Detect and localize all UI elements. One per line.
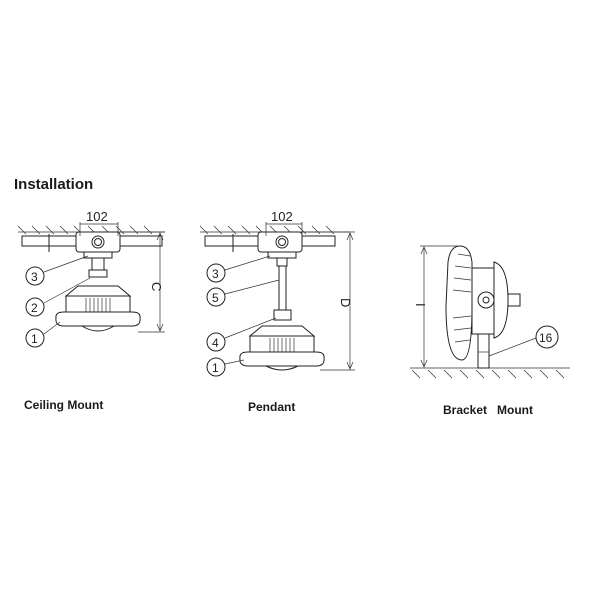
bracket-height-dimension: I (413, 303, 428, 307)
callout-1: 1 (212, 361, 219, 375)
pendant-drawing: 102 D 3 5 4 1 (199, 209, 355, 377)
callout-5: 5 (212, 291, 219, 305)
bracket-mount-drawing: I 16 (410, 245, 570, 379)
callout-3: 3 (212, 267, 219, 281)
ceiling-height-dimension: C (149, 282, 164, 291)
ceiling-mount-caption: Ceiling Mount (24, 398, 104, 412)
pendant-width-dimension: 102 (271, 209, 293, 224)
bracket-mount-caption: Bracket Mount (443, 403, 534, 417)
pendant-caption: Pendant (248, 400, 296, 414)
callout-4: 4 (212, 336, 219, 350)
callout-1: 1 (31, 332, 38, 346)
callout-2: 2 (31, 301, 38, 315)
callout-3: 3 (31, 270, 38, 284)
pendant-height-dimension: D (338, 298, 353, 307)
ceiling-mount-drawing: 102 C 3 2 1 (17, 209, 165, 348)
section-title: Installation (14, 176, 94, 193)
ceiling-width-dimension: 102 (86, 209, 108, 224)
callout-16: 16 (539, 331, 553, 345)
